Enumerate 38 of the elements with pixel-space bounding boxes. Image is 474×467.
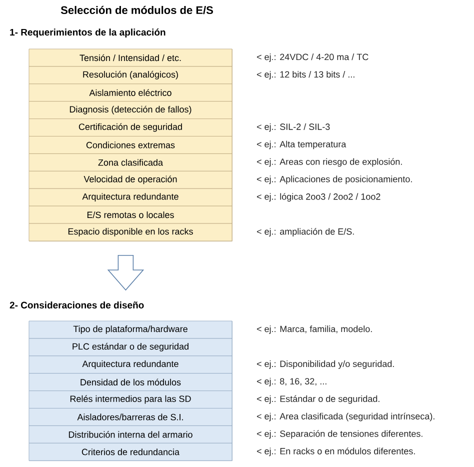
table-row: Aislamiento eléctrico: [28, 84, 232, 102]
example-note: < ej.: Aplicaciones de posicionamiento.: [256, 176, 412, 184]
example-note: < ej.: 12 bits / 13 bits / ...: [256, 70, 354, 80]
example-note: < ej.: ampliación de E/S.: [256, 228, 354, 236]
table-row: Condiciones extremas: [28, 136, 232, 154]
table-row: Espacio disponible en los racks: [28, 223, 232, 242]
example-note: < ej.: Separación de tensiones diferentes.: [256, 430, 422, 439]
example-note: < ej.: Marca, familia, modelo.: [256, 326, 372, 334]
example-note: < ej.: 8, 16, 32, ...: [256, 378, 326, 386]
node-label: 1- Requerimientos de la aplicación: [10, 28, 166, 38]
example-note: < ej.: SIL-2 / SIL-3: [256, 123, 330, 132]
table-row: Diagnosis (detección de fallos): [28, 101, 232, 119]
table-row: PLC estándar o de seguridad: [28, 338, 232, 356]
table-row: Tensión / Intensidad / etc.: [28, 48, 232, 67]
example-note: < ej.: Areas con riesgo de explosión.: [256, 158, 402, 167]
table-row: Arquitectura redundante: [28, 356, 232, 374]
example-note: < ej.: lógica 2oo3 / 2oo2 / 1oo2: [256, 193, 380, 202]
table-row: E/S remotas o locales: [28, 206, 232, 224]
title: Selección de módulos de E/S: [60, 6, 213, 14]
table-row: Aisladores/barreras de S.I.: [28, 408, 232, 426]
example-note: < ej.: 24VDC / 4-20 ma / TC: [256, 54, 368, 62]
table-row: Arquitectura redundante: [28, 188, 232, 206]
block-arrow: [107, 254, 144, 291]
example-note: < ej.: En racks o en módulos diferentes.: [256, 448, 415, 456]
table-row: Densidad de los módulos: [28, 373, 232, 391]
example-note: < ej.: Alta temperatura: [256, 140, 346, 150]
table-row: Distribución interna del armario: [28, 426, 232, 444]
example-note: < ej.: Disponibilidad y/o seguridad.: [256, 360, 394, 369]
table-row: Certificación de seguridad: [28, 118, 232, 136]
node-label: 2- Consideraciones de diseño: [10, 302, 144, 308]
table-row: Tipo de plataforma/hardware: [28, 320, 232, 339]
table-row: Relés intermedios para las SD: [28, 390, 232, 408]
table-row: Criterios de redundancia: [28, 442, 232, 461]
example-note: < ej.: Area clasificada (seguridad intrínseca).: [256, 412, 434, 422]
example-note: < ej.: Estándar o de seguridad.: [256, 395, 380, 404]
table-row: Zona clasificada: [28, 154, 232, 172]
table-row: Resolución (analógicos): [28, 66, 232, 84]
table-row: Velocidad de operación: [28, 170, 232, 189]
